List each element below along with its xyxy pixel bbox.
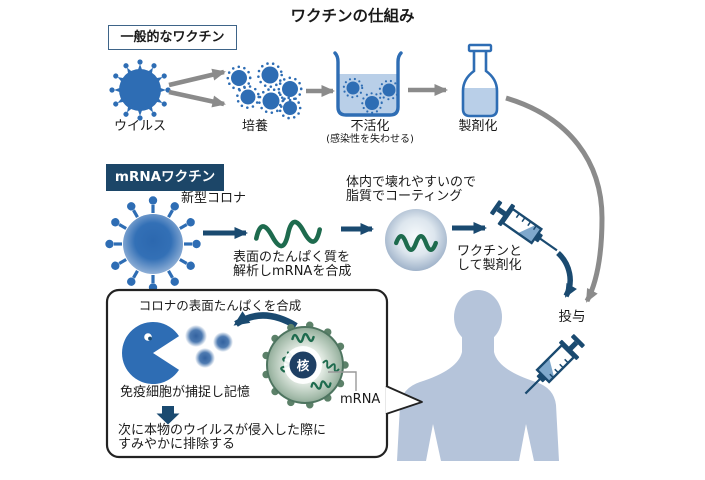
curve-vial-to-administration xyxy=(505,95,605,303)
vial-icon xyxy=(461,43,499,118)
inset-synthesize-caption: コロナの表面たんぱくを合成 xyxy=(138,298,302,313)
formulation-label: 製剤化 xyxy=(458,119,498,134)
inset-eliminate-line1: 次に本物のウイルスが侵入した際に xyxy=(118,423,327,438)
cell-nucleus-icon: 核 xyxy=(261,321,349,409)
curve-syringe-to-administration xyxy=(556,250,577,298)
inactivation-label: 不活化 xyxy=(350,119,390,134)
down-arrow-icon xyxy=(156,406,180,425)
virus-icon xyxy=(109,59,171,121)
culture-cluster-icon xyxy=(226,61,303,120)
virus-label: ウイルス xyxy=(113,119,166,134)
human-body-icon xyxy=(397,290,559,461)
antigen-particles-icon xyxy=(185,325,233,368)
coronavirus-icon xyxy=(103,194,203,294)
inset-eliminate-line2: すみやかに排除する xyxy=(118,437,236,452)
synthesis-line1: 表面のたんぱく質を xyxy=(233,250,351,265)
split-arrows xyxy=(168,68,226,108)
lipid-capsule-icon xyxy=(385,209,447,271)
administration-label: 投与 xyxy=(558,309,586,325)
coating-line1: 体内で壊れやすいので xyxy=(346,175,477,190)
curve-cell-to-particles xyxy=(233,311,298,329)
mrna-pointer-line xyxy=(328,371,357,391)
injection-syringe-icon xyxy=(515,329,590,404)
inactivation-note: (感染性を失わせる) xyxy=(326,134,414,145)
mrna-formulation-line2: して製剤化 xyxy=(457,258,522,273)
inset-capture-caption: 免疫細胞が捕捉し記憶 xyxy=(120,385,251,400)
coating-line2: 脂質でコーティング xyxy=(346,189,463,204)
inset-mrna-label: mRNA xyxy=(340,392,381,407)
corona-label: 新型コロナ xyxy=(181,191,247,206)
page-title: ワクチンの仕組み xyxy=(290,7,415,25)
immune-cell-icon xyxy=(122,322,179,384)
beaker-icon xyxy=(333,51,403,117)
mrna-formulation-line1: ワクチンと xyxy=(457,244,523,259)
synthesis-line2: 解析しmRNAを合成 xyxy=(233,264,352,279)
inset-box-tail xyxy=(385,385,423,415)
mrna-heading: mRNAワクチン xyxy=(106,164,224,191)
culture-label: 培養 xyxy=(241,119,268,134)
nucleus-label: 核 xyxy=(297,358,310,373)
mrna-strand-icon xyxy=(255,219,321,250)
conventional-heading: 一般的なワクチン xyxy=(108,25,237,50)
